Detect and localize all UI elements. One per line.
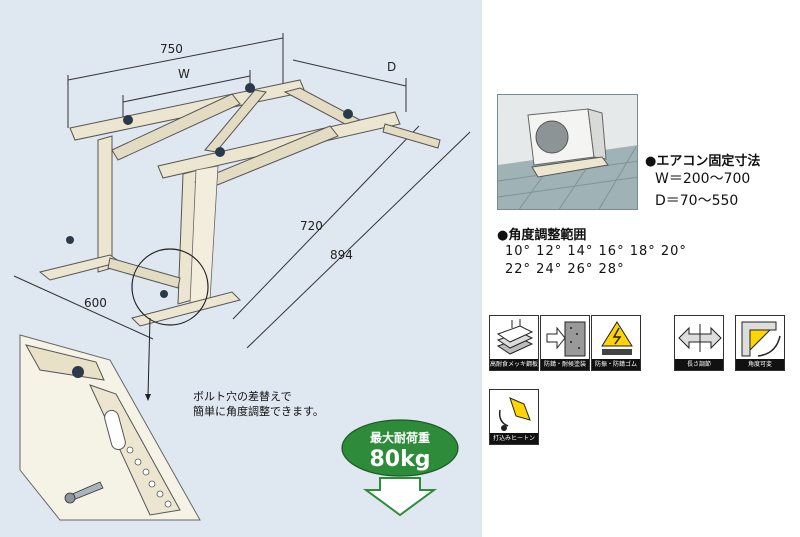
feature-label: 高耐食メッキ鋼板 [490,359,538,370]
feature-heaton: 打込みヒートン [489,389,539,445]
dimension-d-label: D [387,60,397,74]
mount-dimension-title: ●エアコン固定寸法 [645,154,761,169]
angle-row-1: 10° 12° 14° 16° 18° 20° [505,244,687,259]
feature-label: 防錆・耐候塗装 [541,359,589,370]
dimension-720-label: 720 [300,219,323,233]
bracket-illustration [13,33,471,521]
feature-label: 長さ調節 [675,359,723,370]
dimension-600-label: 600 [84,296,107,310]
feature-angle: 角度可変 [735,315,785,371]
product-diagram-panel: 750 W D 720 894 600 ボルト穴の差替えで 簡単に角度調整できま… [0,0,482,537]
rubber-pad-icon [601,321,633,355]
bolt-note-line-2: 簡単に角度調整できます。 [193,405,324,418]
anchor-bolt-icon [498,397,531,431]
angle-range-title: ●角度調整範囲 [497,228,587,243]
feature-rubber: 防振・防錆ゴム [591,315,641,371]
anti-vibration-icon [546,321,586,357]
max-load-title: 最大耐荷重 [369,431,430,445]
angle-adjust-icon [741,321,781,357]
feature-galvanized: 高耐食メッキ鋼板 [489,315,539,371]
dimension-750-label: 750 [160,42,183,56]
max-load-badge [341,419,459,517]
spec-panel [482,0,800,537]
bolt-note-line-1: ボルト穴の差替えで [193,390,292,403]
galvanized-plating-icon [496,319,534,355]
bolt-hole-note: ボルト穴の差替えで 簡単に角度調整できます。 [193,389,373,419]
feature-label: 防振・防錆ゴム [592,359,640,370]
length-adjust-icon [678,324,722,352]
installation-photo [497,94,638,210]
dimension-w-label: W [178,67,190,81]
dimension-894-label: 894 [330,248,353,262]
max-load-value: 80kg [369,447,431,472]
feature-label: 角度可変 [736,359,784,370]
angle-row-2: 22° 24° 26° 28° [505,262,625,277]
feature-label: 打込みヒートン [490,433,538,444]
w-range-text: W＝200～700 [655,171,751,187]
feature-coating: 防錆・耐候塗装 [540,315,590,371]
d-range-text: D＝70～550 [655,193,739,209]
feature-length: 長さ調節 [674,315,724,371]
